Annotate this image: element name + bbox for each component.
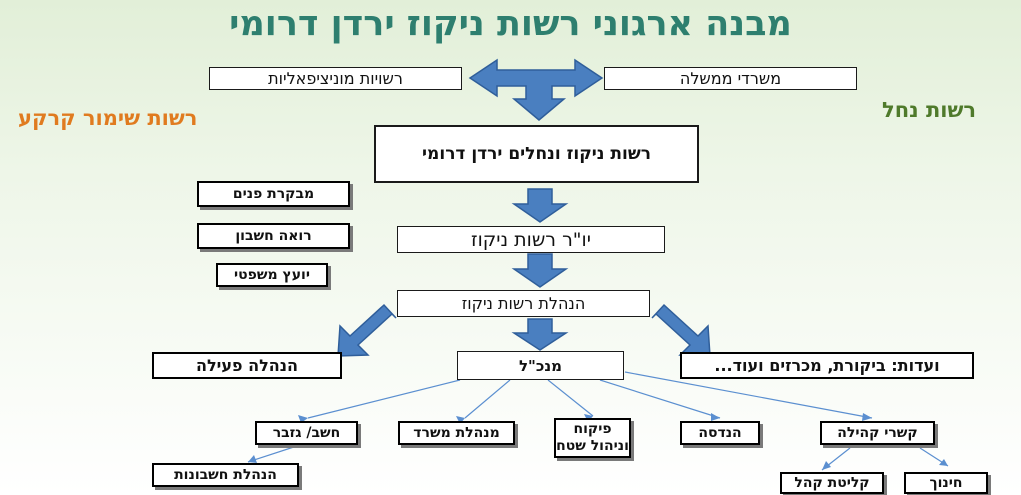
community-relations-box: קשרי קהילה xyxy=(820,421,935,445)
label-soil-conservation: רשות שימור קרקע xyxy=(18,106,198,130)
double-arrow-icon xyxy=(468,58,604,121)
label-stream-authority: רשות נחל xyxy=(882,98,977,122)
engineering-box: הנדסה xyxy=(680,421,760,445)
municipal-authorities-box: רשויות מוניציפאליות xyxy=(209,67,462,90)
accountant-box: רואה חשבון xyxy=(197,223,350,249)
committees-box: ועדות: ביקורת, מכרזים ועוד... xyxy=(680,352,974,379)
ceo-box: מנכ"ל xyxy=(457,351,624,380)
office-manager-box: מנהלת משרד xyxy=(398,421,515,445)
board-box: הנהלת רשות ניקוז xyxy=(397,290,650,317)
bookkeeping-box: הנהלת חשבונות xyxy=(152,463,299,487)
active-management-box: הנהלה פעילה xyxy=(152,352,342,379)
down-arrow-icon xyxy=(511,188,569,223)
drainage-authority-box: רשות ניקוז ונחלים ירדן דרומי xyxy=(374,125,699,183)
public-reception-box: קליטת קהל xyxy=(780,472,884,494)
legal-advisor-box: יועץ משפטי xyxy=(216,263,328,287)
down-arrow-icon xyxy=(511,318,569,351)
field-supervision-box: פיקוח וניהול שטח xyxy=(554,418,631,458)
diagram-title: מבנה ארגוני רשות ניקוז ירדן דרומי xyxy=(229,4,792,44)
diagonal-arrow-left-icon xyxy=(337,303,397,357)
down-arrow-icon xyxy=(511,253,569,288)
education-box: חינוך xyxy=(904,472,988,494)
diagonal-arrow-right-icon xyxy=(651,303,711,357)
chairman-box: יו"ר רשות ניקוז xyxy=(397,226,665,253)
internal-audit-box: מבקרת פנים xyxy=(197,181,350,207)
comptroller-box: חשב/ גזבר xyxy=(255,421,358,445)
government-ministries-box: משרדי ממשלה xyxy=(604,67,857,90)
